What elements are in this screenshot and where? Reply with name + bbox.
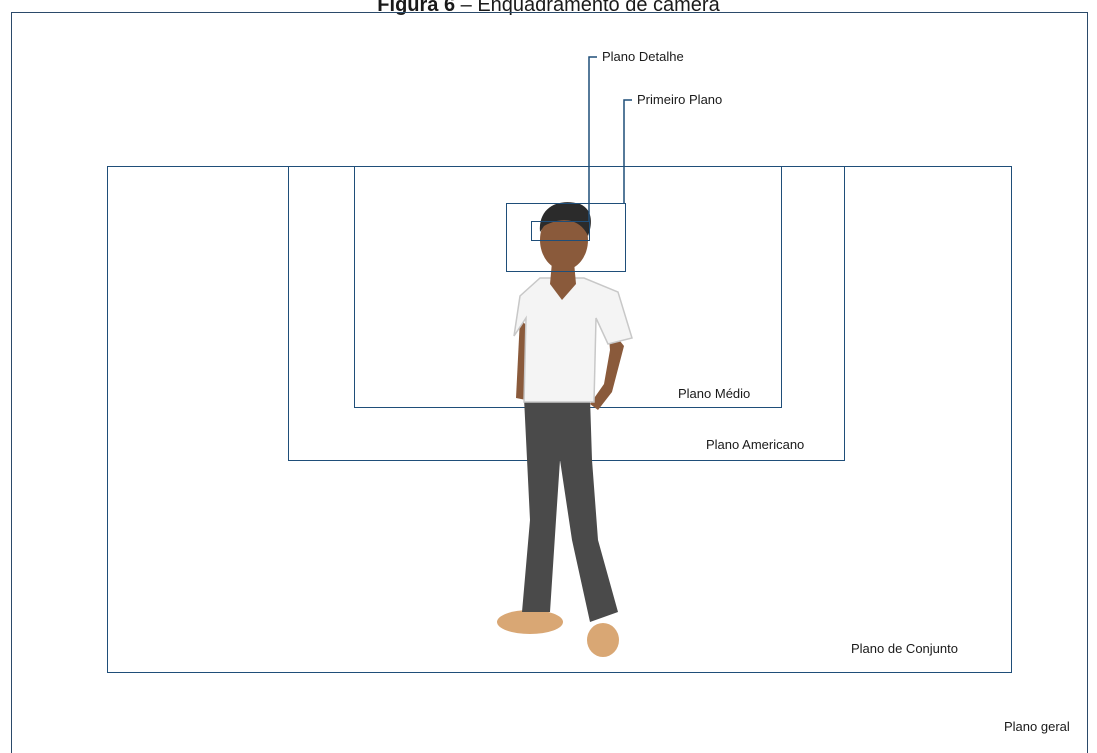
leader-lines bbox=[0, 0, 1097, 737]
primeiro-plano-leader bbox=[624, 100, 632, 203]
primeiro-plano-label: Primeiro Plano bbox=[637, 92, 722, 107]
plano-detalhe-leader bbox=[589, 57, 597, 221]
plano-geral-label: Plano geral bbox=[1004, 719, 1070, 734]
plano-conjunto-label: Plano de Conjunto bbox=[851, 641, 958, 656]
plano-medio-label: Plano Médio bbox=[678, 386, 750, 401]
plano-detalhe-label: Plano Detalhe bbox=[602, 49, 684, 64]
plano-americano-label: Plano Americano bbox=[706, 437, 804, 452]
